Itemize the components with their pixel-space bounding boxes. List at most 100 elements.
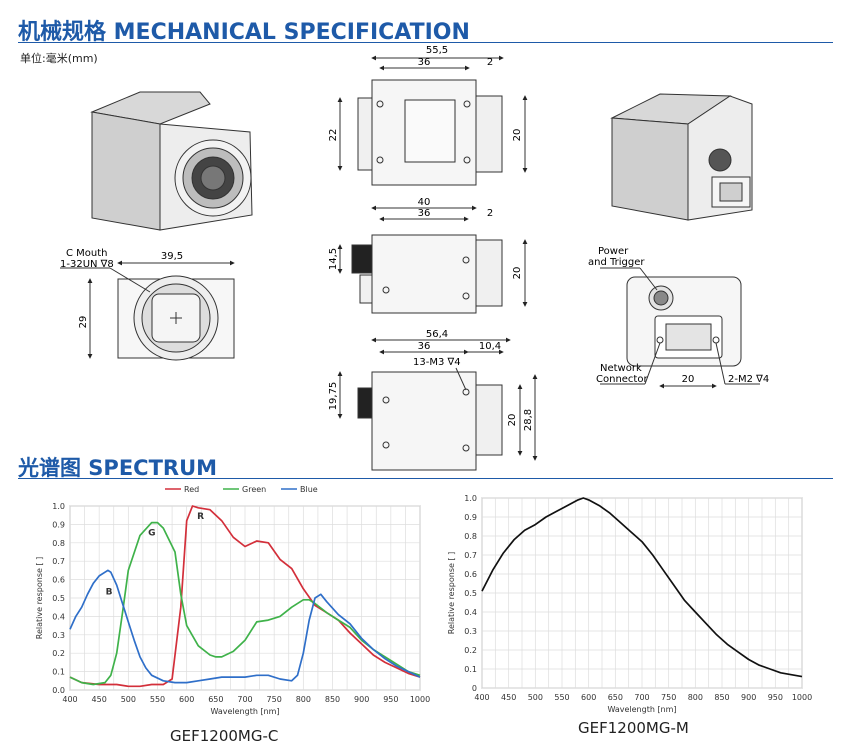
power-label: Power xyxy=(598,246,629,257)
chart2-xtick-label: 900 xyxy=(741,693,756,702)
chart2-ytick-label: 0.6 xyxy=(464,570,477,579)
chart1-xlabel: Wavelength [nm] xyxy=(210,707,279,716)
connector-label: Connector xyxy=(596,374,648,385)
chart2-xtick-label: 950 xyxy=(768,693,783,702)
chart1-xtick-label: 1000 xyxy=(410,695,430,704)
chart2-xtick-label: 550 xyxy=(554,693,569,702)
front-view xyxy=(60,260,235,361)
chart2-ylabel: Relative response [ ] xyxy=(447,552,456,634)
side-view xyxy=(337,205,528,314)
mount-label-2: 1-32UN ∇8 xyxy=(60,259,114,270)
mount-label-1: C Mouth xyxy=(66,248,108,259)
top-body-dim: 36 xyxy=(418,57,431,68)
top-view xyxy=(337,55,528,186)
chart1-ytick-label: 0.9 xyxy=(52,520,65,529)
chart1-ytick-label: 0.5 xyxy=(52,594,65,603)
chart1-xtick-label: 700 xyxy=(237,695,252,704)
back-width-dim: 20 xyxy=(682,374,695,385)
title-underline xyxy=(18,42,833,43)
chart1-ytick-label: 0.3 xyxy=(52,631,65,640)
chart1-xtick-label: 550 xyxy=(150,695,165,704)
camera-front-iso xyxy=(90,91,253,231)
spectrum-underline xyxy=(18,478,833,479)
back-screws-label: 2-M2 ∇4 xyxy=(728,374,769,385)
chart2-xtick-label: 800 xyxy=(688,693,703,702)
chart2-ytick-label: 0.1 xyxy=(464,665,477,674)
side-body-dim: 36 xyxy=(418,208,431,219)
chart1-xtick-label: 650 xyxy=(208,695,223,704)
chart1-ytick-label: 1.0 xyxy=(52,502,65,511)
chart1-series-line-red xyxy=(69,505,421,688)
side-left-height-dim: 14,5 xyxy=(328,248,339,270)
chart1-series-line-blue xyxy=(69,569,421,684)
chart2-ytick-label: 0.2 xyxy=(464,646,477,655)
unit-label: 单位:毫米(mm) xyxy=(20,52,98,65)
bottom-right-height-dim-2: 28,8 xyxy=(523,409,534,431)
chart2-xtick-label: 650 xyxy=(608,693,623,702)
chart2-xtick-label: 400 xyxy=(474,693,489,702)
chart1-ytick-label: 0.2 xyxy=(52,649,65,658)
chart1-annotation-r: R xyxy=(197,512,204,522)
chart2-xtick-label: 600 xyxy=(581,693,596,702)
chart2-xtick-label: 450 xyxy=(501,693,516,702)
chart2-xtick-label: 750 xyxy=(661,693,676,702)
chart1-annotation-b: B xyxy=(106,587,113,597)
chart1-ytick-label: 0.0 xyxy=(52,686,65,695)
chart2-xtick-label: 1000 xyxy=(792,693,812,702)
chart1-xtick-label: 850 xyxy=(325,695,340,704)
bottom-view xyxy=(337,337,538,471)
chart1-annotation-g: G xyxy=(148,528,155,538)
top-offset-dim: 2 xyxy=(487,57,493,68)
chart2-ytick-label: 0.8 xyxy=(464,532,477,541)
front-height-dim: 29 xyxy=(78,316,89,329)
bottom-body-dim: 36 xyxy=(418,341,431,352)
top-left-height-dim: 22 xyxy=(328,129,339,142)
chart1-legend-label-green: Green xyxy=(242,485,266,494)
color-model-caption: GEF1200MG-C xyxy=(170,727,279,745)
chart1-xtick-label: 400 xyxy=(62,695,77,704)
chart1-xtick-label: 450 xyxy=(92,695,107,704)
chart2-xtick-label: 500 xyxy=(528,693,543,702)
chart2-xtick-label: 850 xyxy=(714,693,729,702)
chart1-xtick-label: 800 xyxy=(296,695,311,704)
chart2-ytick-label: 0.3 xyxy=(464,627,477,636)
top-overall-dim: 55,5 xyxy=(426,45,448,56)
chart2-xtick-label: 700 xyxy=(634,693,649,702)
chart1-ytick-label: 0.4 xyxy=(52,612,65,621)
chart1-xtick-label: 900 xyxy=(354,695,369,704)
chart1-xtick-label: 750 xyxy=(267,695,282,704)
front-width-dim: 39,5 xyxy=(161,251,183,262)
chart2-xlabel: Wavelength [nm] xyxy=(607,705,676,714)
chart2-ytick-label: 0.4 xyxy=(464,608,477,617)
mechanical-spec-title: 机械规格 MECHANICAL SPECIFICATION xyxy=(18,20,470,45)
chart1-ytick-label: 0.7 xyxy=(52,557,65,566)
bottom-holes-label: 13-M3 ∇4 xyxy=(413,357,461,368)
chart1-xtick-label: 500 xyxy=(121,695,136,704)
chart2-ytick-label: 1.0 xyxy=(464,494,477,503)
trigger-label: and Trigger xyxy=(588,257,645,268)
bottom-overall-dim: 56,4 xyxy=(426,329,448,340)
bottom-right-height-dim-1: 20 xyxy=(507,414,518,427)
side-right-height-dim: 20 xyxy=(512,267,523,280)
chart2-ytick-label: 0 xyxy=(472,684,477,693)
side-overall-dim: 40 xyxy=(418,197,431,208)
side-offset-dim: 2 xyxy=(487,208,493,219)
bottom-offset-dim: 10,4 xyxy=(479,341,501,352)
chart1-legend-label-blue: Blue xyxy=(300,485,318,494)
camera-back-iso xyxy=(610,93,753,221)
mono-model-caption: GEF1200MG-M xyxy=(578,719,689,737)
back-view xyxy=(600,267,760,389)
spectrum-title: 光谱图 SPECTRUM xyxy=(18,456,218,480)
chart1-series-line-green xyxy=(69,521,421,686)
network-label: Network xyxy=(600,363,642,374)
chart1-ytick-label: 0.1 xyxy=(52,668,65,677)
chart1-ytick-label: 0.8 xyxy=(52,539,65,548)
mechanical-drawing: 39,5 29 C Mouth 1-32UN ∇8 55,5 36 2 22 2… xyxy=(60,45,769,471)
chart1-ylabel: Relative response [ ] xyxy=(35,557,44,639)
bottom-left-height-dim: 19,75 xyxy=(328,382,339,411)
chart1-xtick-label: 600 xyxy=(179,695,194,704)
chart2-ytick-label: 0.5 xyxy=(464,589,477,598)
chart2-ytick-label: 0.7 xyxy=(464,551,477,560)
